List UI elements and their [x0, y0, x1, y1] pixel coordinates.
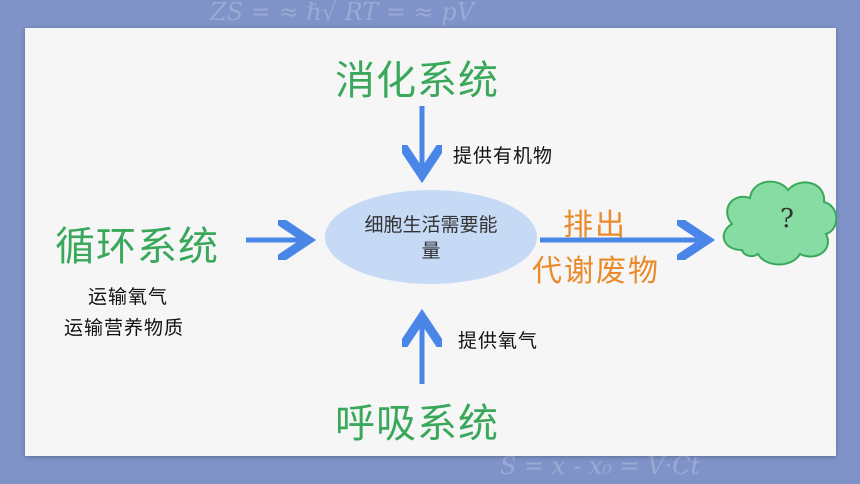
background-scribble-top: ZS = ≈ ℏ√ RT = ≈ pV — [210, 0, 475, 26]
excrete-label: 排出 — [563, 208, 627, 243]
respiratory-provides-label: 提供氧气 — [458, 330, 539, 352]
center-label-line1: 细胞生活需要能 — [364, 214, 498, 236]
circulatory-note-line2: 运输营养物质 — [64, 317, 185, 339]
respiratory-system-title: 呼吸系统 — [335, 401, 499, 447]
circulatory-system-title: 循环系统 — [55, 224, 219, 270]
circulatory-note-line1: 运输氧气 — [88, 286, 169, 308]
metabolic-waste-label: 代谢废物 — [532, 254, 660, 289]
center-label: 细胞生活需要能 量 — [325, 212, 537, 264]
cloud-question-mark: ? — [780, 204, 794, 234]
digestive-provides-label: 提供有机物 — [453, 145, 554, 167]
cloud-shape — [722, 180, 838, 266]
background-scribble-bottom: S = x - x₀ = V·Ct — [500, 452, 701, 480]
center-ellipse — [325, 190, 537, 284]
center-label-line2: 量 — [421, 240, 441, 262]
digestive-system-title: 消化系统 — [335, 58, 499, 104]
